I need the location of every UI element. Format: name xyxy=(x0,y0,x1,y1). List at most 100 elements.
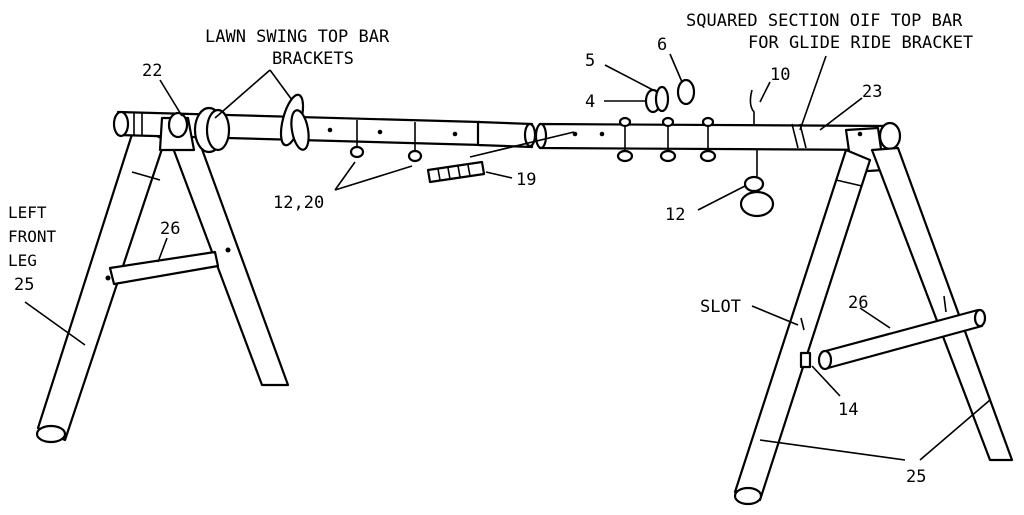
eye-bolt-12 xyxy=(739,150,775,218)
leader-14 xyxy=(811,365,841,397)
hook-shape xyxy=(749,89,755,124)
label-left-front-2: FRONT xyxy=(8,227,57,246)
label-part-25-right: 25 xyxy=(906,467,926,487)
label-part-26-right: 26 xyxy=(848,293,868,313)
leader-lawn-bracket-2 xyxy=(269,69,293,101)
swing-bracket-1-back xyxy=(205,108,231,152)
top-bar-right-tube xyxy=(538,122,894,152)
top-bar-left-sleeve xyxy=(476,120,534,149)
bolts-right xyxy=(616,126,717,163)
bolt-nut xyxy=(349,145,365,159)
leader-25-right-a xyxy=(759,439,906,461)
leader-19-b xyxy=(469,131,575,158)
right-top-hole xyxy=(857,131,863,137)
bolt-nut xyxy=(616,149,634,163)
bolt-nut xyxy=(659,149,677,163)
label-part-19: 19 xyxy=(516,170,536,190)
leader-12 xyxy=(697,185,746,211)
label-part-23: 23 xyxy=(862,82,882,102)
leader-26-left xyxy=(157,237,168,263)
right-crossbar-end xyxy=(817,349,833,371)
label-part-25-left: 25 xyxy=(14,275,34,295)
left-leg-hole xyxy=(105,275,111,281)
nut-top xyxy=(661,116,675,128)
label-part-6: 6 xyxy=(657,35,667,55)
label-lawn-swing-2: BRACKETS xyxy=(272,49,354,69)
label-part-4: 4 xyxy=(585,92,595,112)
left-a-frame xyxy=(35,123,290,444)
spring-body xyxy=(426,160,486,184)
leader-6 xyxy=(669,53,683,83)
washer-6 xyxy=(676,78,696,106)
hook-10 xyxy=(749,89,755,124)
top-bar-left-end xyxy=(112,110,130,138)
top-bar-right-endcap xyxy=(878,121,902,151)
label-left-front-1: LEFT xyxy=(8,203,47,222)
right-leg-ring xyxy=(835,179,863,187)
bolts-left xyxy=(349,120,423,163)
label-part-10: 10 xyxy=(770,65,790,85)
leader-lawn-bracket-1 xyxy=(214,69,271,119)
top-bar-hole xyxy=(377,129,383,135)
leader-slot xyxy=(751,305,799,326)
bolt-nut xyxy=(699,149,717,163)
leader-12-20-a xyxy=(334,161,356,191)
top-bar-right-end xyxy=(534,122,548,150)
right-front-leg-foot xyxy=(733,486,763,506)
callout-labels: LAWN SWING TOP BAR BRACKETS SQUARED SECT… xyxy=(8,11,973,487)
top-bar-hole xyxy=(327,127,333,133)
label-part-14: 14 xyxy=(838,400,858,420)
label-part-26-left: 26 xyxy=(160,219,180,239)
leader-12-20-b xyxy=(334,165,413,191)
washer-5 xyxy=(654,85,670,113)
leader-25-right-b xyxy=(919,399,991,461)
leader-5 xyxy=(604,64,654,91)
left-crossbar xyxy=(108,250,220,286)
left-front-leg xyxy=(36,123,167,442)
right-crossbar-end2 xyxy=(973,308,987,328)
eye-bolt-eye xyxy=(743,175,765,193)
swing-bracket-2-back xyxy=(290,109,310,151)
top-bar-hole xyxy=(599,131,605,137)
label-squared-1: SQUARED SECTION OIF TOP BAR xyxy=(686,11,963,31)
leader-23 xyxy=(819,97,863,131)
label-left-front-3: LEG xyxy=(8,251,37,270)
slot-mark xyxy=(800,317,805,331)
nut-top xyxy=(701,116,715,128)
spring-coil xyxy=(467,164,471,177)
spring-coil xyxy=(447,167,451,180)
label-part-12: 12 xyxy=(665,205,685,225)
right-rear-leg xyxy=(870,146,1014,462)
leader-22 xyxy=(159,79,183,117)
washers xyxy=(618,78,715,128)
eye-bolt-ball xyxy=(739,190,775,218)
top-bar-right xyxy=(534,121,902,152)
bolt-nut xyxy=(407,149,423,163)
top-bar-hole xyxy=(452,131,458,137)
left-leg-cap xyxy=(167,111,189,139)
rear-slot-mark xyxy=(943,295,947,313)
left-front-leg-foot xyxy=(35,424,67,444)
nut-top xyxy=(618,116,632,128)
label-part-5: 5 xyxy=(585,51,595,71)
lawn-swing-brackets xyxy=(193,93,310,154)
left-rear-hole xyxy=(225,247,231,253)
leader-19 xyxy=(485,171,513,179)
spring-19 xyxy=(426,160,486,184)
leader-squared-section xyxy=(799,55,827,131)
fitting-14 xyxy=(799,351,812,369)
left-top-joint xyxy=(158,111,196,152)
label-part-12-20: 12,20 xyxy=(273,193,324,213)
label-slot: SLOT xyxy=(700,297,741,317)
spring-coil xyxy=(457,165,461,178)
leader-25-left xyxy=(24,301,86,346)
leader-10 xyxy=(759,81,771,103)
spring-coil xyxy=(437,168,441,181)
right-a-frame xyxy=(733,126,1014,506)
label-part-22: 22 xyxy=(142,61,162,81)
leader-lines xyxy=(24,53,991,461)
leader-26-right xyxy=(859,307,891,329)
squared-section-mark1 xyxy=(791,123,799,149)
